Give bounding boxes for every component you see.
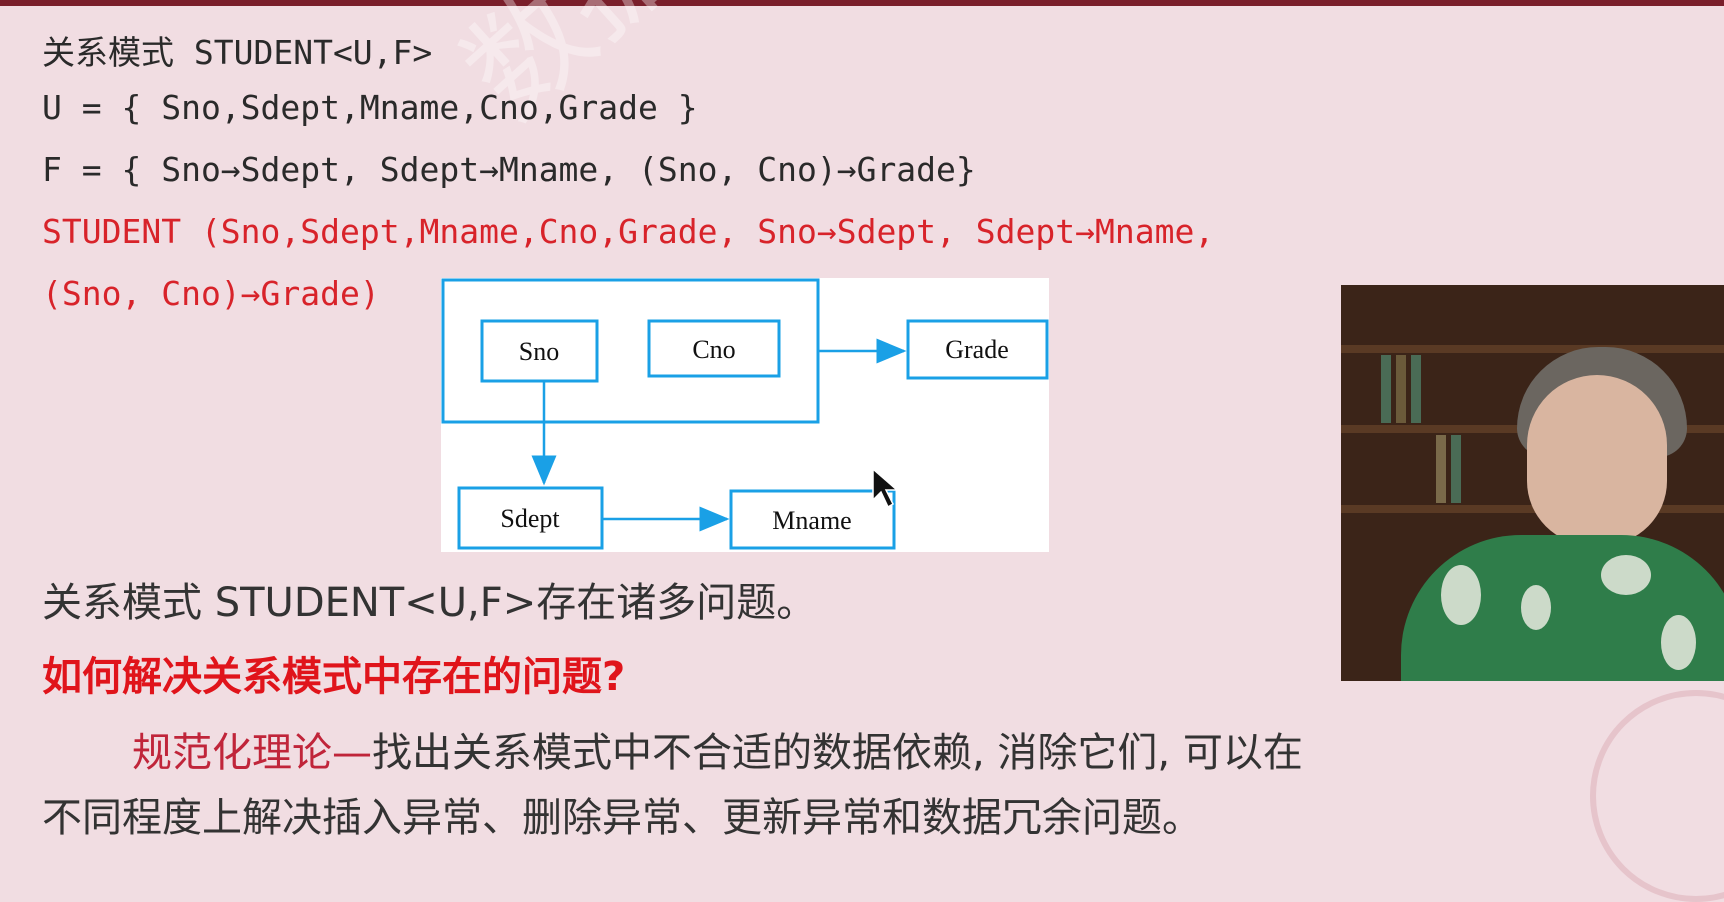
top-border — [0, 0, 1724, 6]
answer-rest: 找出关系模式中不合适的数据依赖, 消除它们, 可以在 — [372, 730, 1303, 776]
u-set-line: U = { Sno,Sdept,Mname,Cno,Grade } — [42, 88, 698, 127]
student-definition-line-1: STUDENT (Sno,Sdept,Mname,Cno,Grade, Sno→… — [42, 212, 1215, 251]
f-set-line: F = { Sno→Sdept, Sdept→Mname, (Sno, Cno)… — [42, 150, 976, 189]
mname-label: Mname — [772, 506, 851, 535]
mouse-cursor-icon — [872, 467, 899, 509]
composite-key-box — [441, 278, 820, 424]
cno-node — [647, 319, 781, 378]
university-seal — [1590, 690, 1724, 902]
schema-line: 关系模式 STUDENT<U,F> — [42, 33, 433, 72]
answer-term: 规范化理论— — [132, 730, 372, 776]
presenter-video — [1341, 285, 1724, 681]
question-heading: 如何解决关系模式中存在的问题? — [42, 654, 626, 700]
diagram-svg: Sno Cno Grade Sdept Mname — [441, 278, 1049, 550]
cno-label: Cno — [692, 335, 735, 364]
answer-line-1: 规范化理论—找出关系模式中不合适的数据依赖, 消除它们, 可以在 — [132, 720, 1303, 778]
sdept-label: Sdept — [500, 504, 560, 533]
grade-node — [906, 319, 1049, 380]
problem-statement: 关系模式 STUDENT<U,F>存在诸多问题。 — [42, 580, 817, 626]
book — [1411, 355, 1421, 423]
book — [1451, 435, 1461, 503]
presenter-face — [1527, 375, 1667, 545]
presenter-body — [1401, 535, 1724, 681]
mname-node — [729, 489, 896, 550]
answer-line-2: 不同程度上解决插入异常、删除异常、更新异常和数据冗余问题。 — [42, 795, 1202, 841]
functional-dependency-diagram: Sno Cno Grade Sdept Mname — [441, 278, 1049, 552]
book — [1381, 355, 1391, 423]
sno-label: Sno — [519, 337, 559, 366]
book — [1436, 435, 1446, 503]
bookshelf-shelf — [1341, 345, 1724, 353]
sno-node — [480, 319, 599, 383]
book — [1396, 355, 1406, 423]
grade-label: Grade — [945, 335, 1009, 364]
student-definition-line-2: (Sno, Cno)→Grade) — [42, 274, 380, 313]
